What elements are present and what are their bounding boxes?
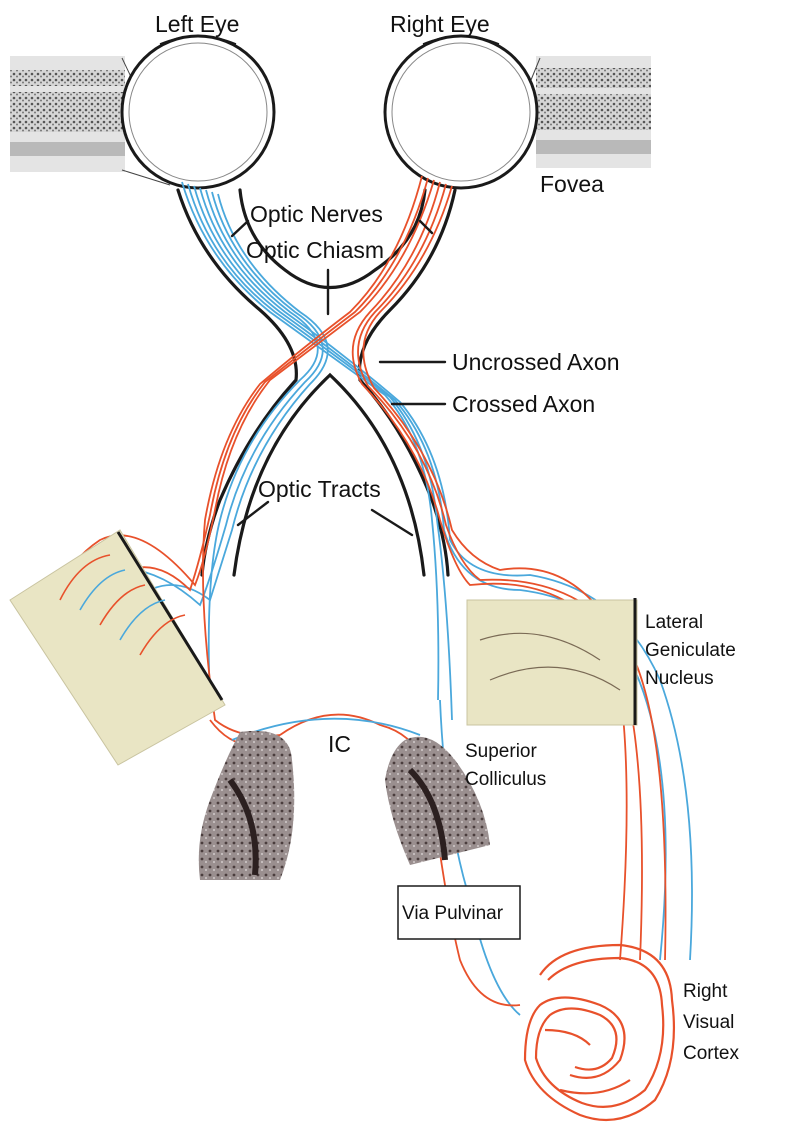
right-eye-label: Right Eye — [390, 11, 490, 37]
left-eye — [122, 36, 274, 188]
uncrossed-axon-label: Uncrossed Axon — [452, 349, 619, 375]
via-pulvinar-label: Via Pulvinar — [402, 903, 504, 924]
optic-nerves-label: Optic Nerves — [250, 201, 383, 227]
ic-label: IC — [328, 731, 351, 757]
fovea-label: Fovea — [540, 171, 604, 197]
left-eye-label: Left Eye — [155, 11, 239, 37]
cortex-label-line2: Visual — [683, 1012, 734, 1033]
sc-label-line1: Superior — [465, 741, 537, 762]
lgn-label-line2: Geniculate — [645, 640, 736, 661]
optic-tracts-label: Optic Tracts — [258, 476, 381, 502]
right-lgn-histology — [467, 598, 637, 725]
lgn-label-line3: Nucleus — [645, 668, 714, 689]
sc-label-line2: Colliculus — [465, 769, 546, 790]
left-eye-axons — [100, 182, 692, 1015]
left-superior-colliculus — [199, 731, 295, 880]
crossed-axon-label: Crossed Axon — [452, 391, 595, 417]
optic-chiasm-label: Optic Chiasm — [246, 237, 384, 263]
right-eye — [385, 36, 537, 188]
cortex-label-line1: Right — [683, 981, 728, 1002]
lgn-label-line1: Lateral — [645, 612, 703, 633]
right-visual-cortex — [525, 945, 674, 1120]
left-lgn-histology — [10, 530, 225, 765]
cortex-label-line3: Cortex — [683, 1043, 739, 1064]
